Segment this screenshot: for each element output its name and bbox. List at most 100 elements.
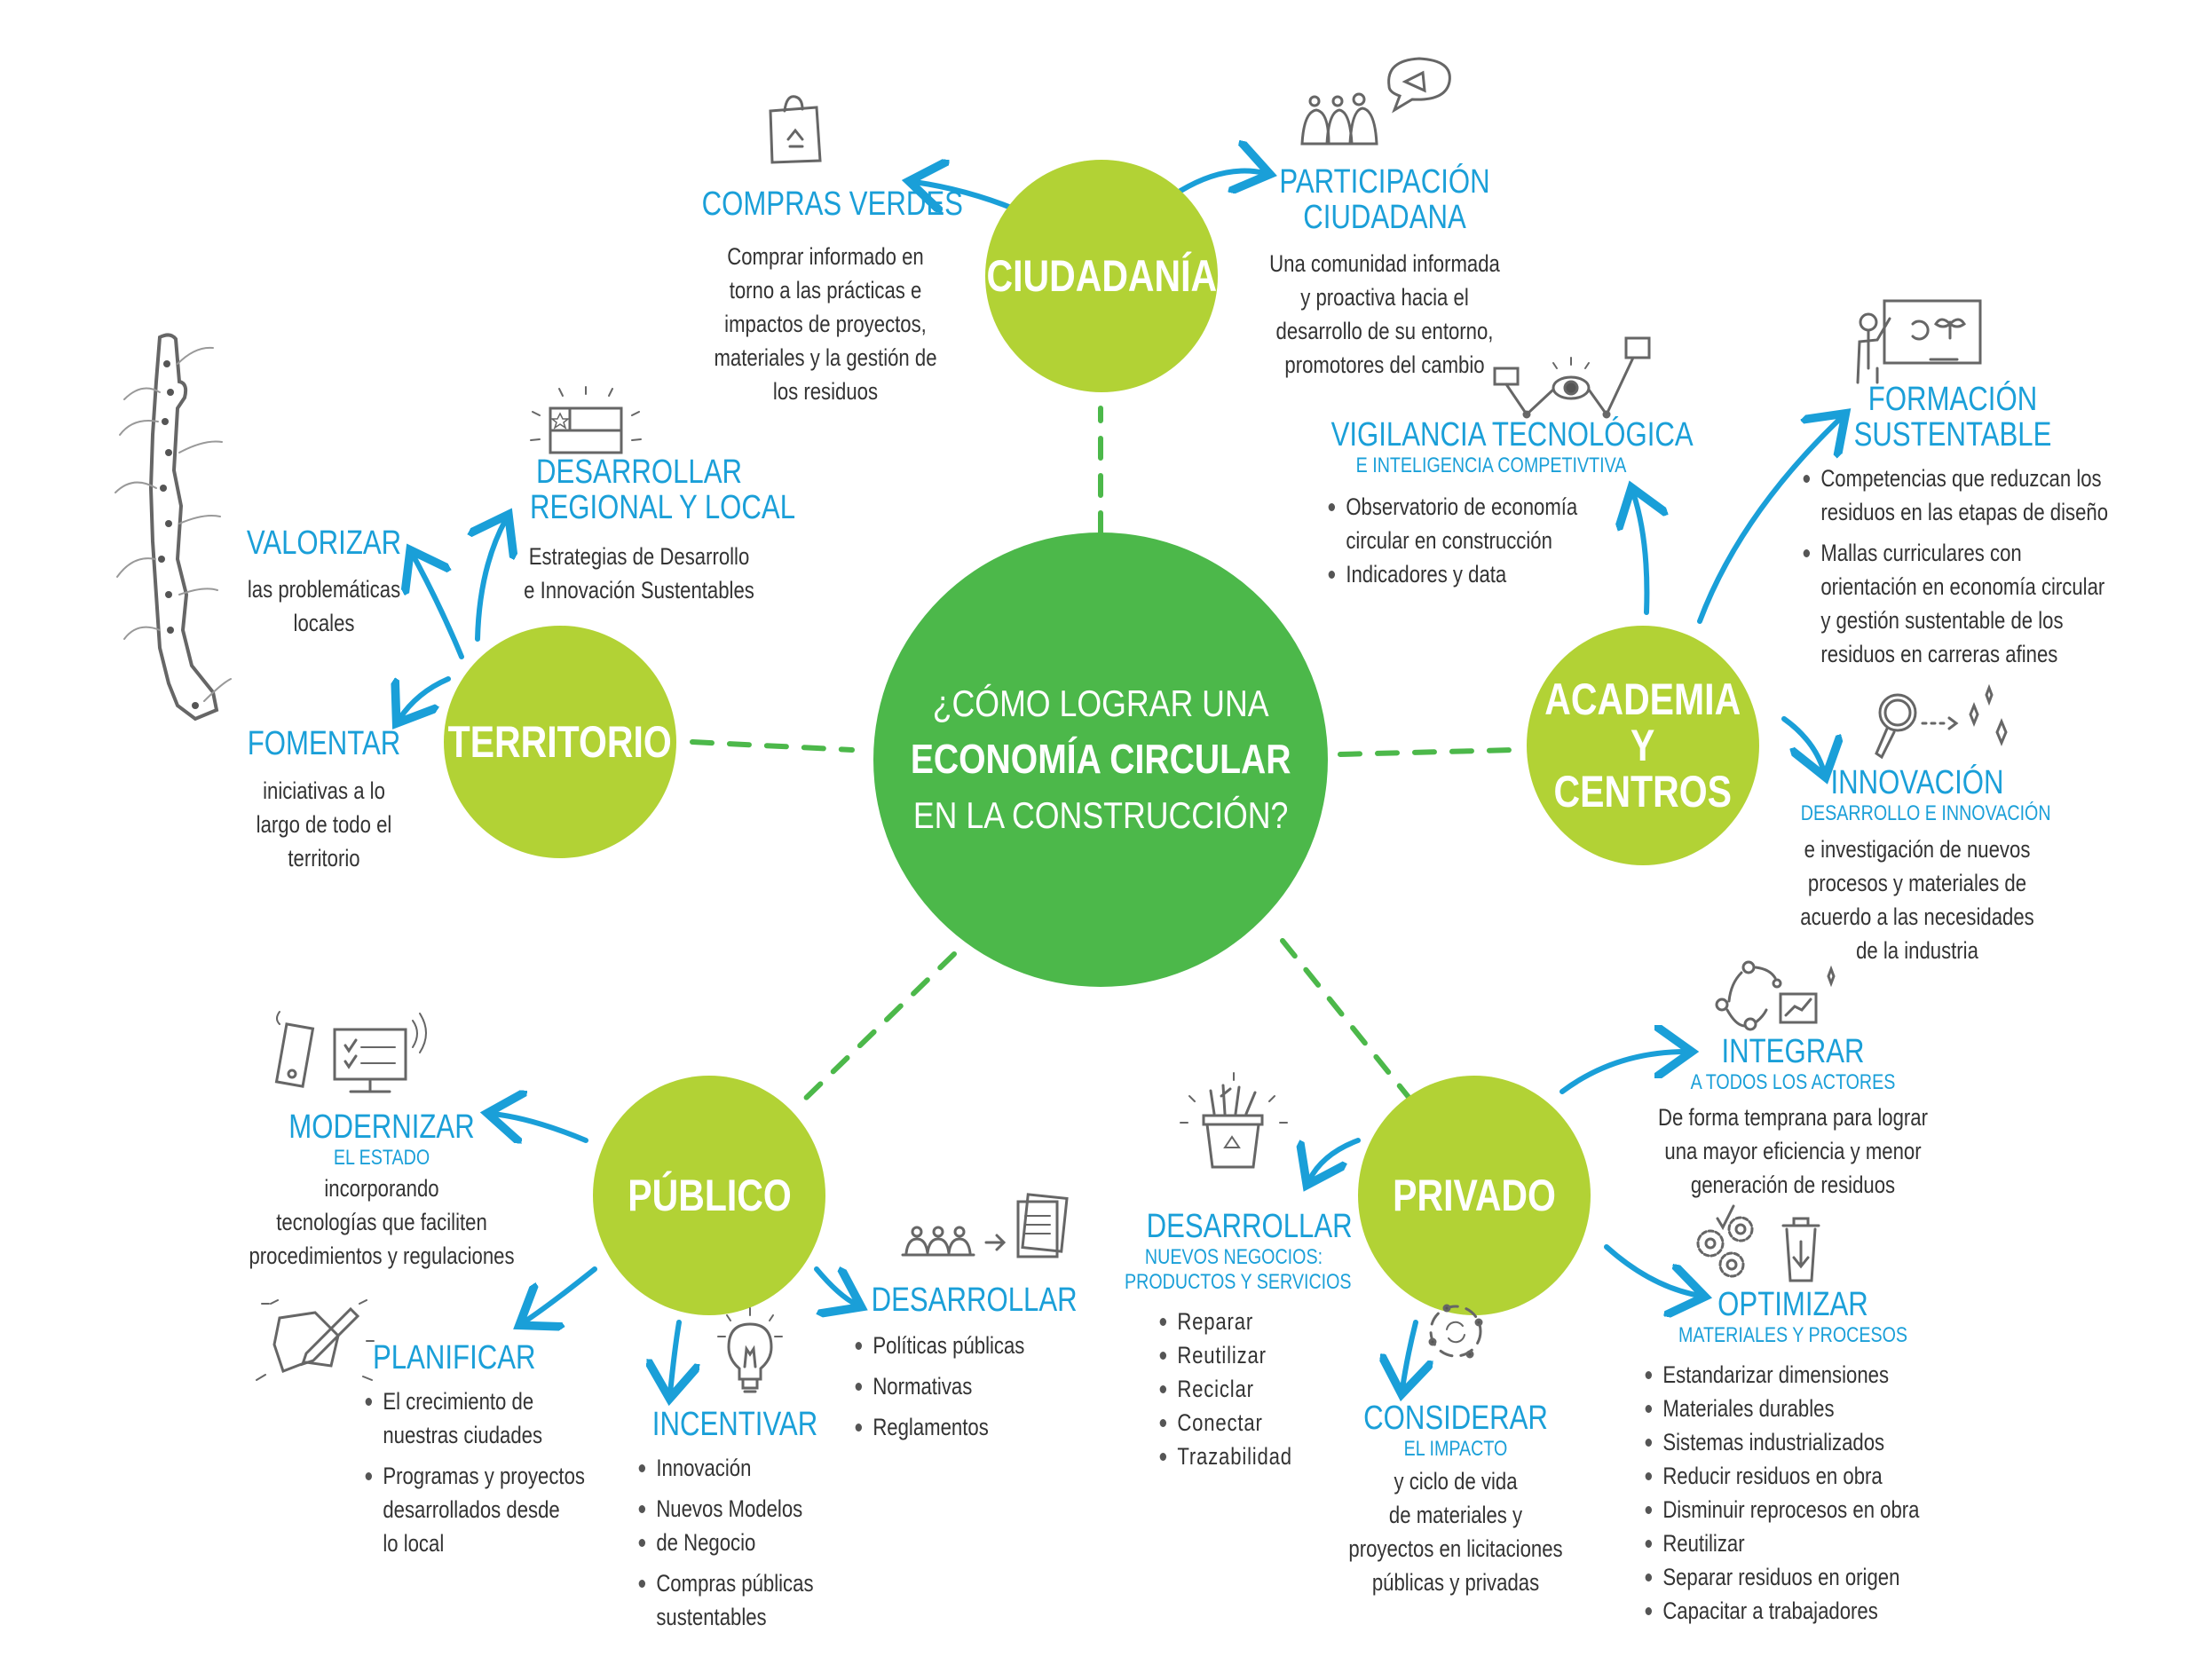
- arrow-considerar: [1402, 1320, 1416, 1389]
- people-megaphone-icon: [1300, 55, 1460, 157]
- hub-ciudadania: CIUDADANÍA: [985, 160, 1218, 392]
- text-line: desarrollados desde: [383, 1496, 560, 1523]
- cycle-dots-icon: [1420, 1296, 1491, 1371]
- integrar-title: INTEGRAR: [1721, 1033, 1865, 1070]
- integrar-text: De forma temprana para lograr una mayor …: [1654, 1100, 1931, 1202]
- text-line: generación de residuos: [1690, 1171, 1896, 1198]
- desarrollar-regional-title-1: DESARROLLAR: [535, 454, 743, 491]
- list-item: Sistemas industrializados: [1644, 1425, 1919, 1459]
- formacion-list: Competencias que reduzcan los residuos e…: [1802, 461, 2108, 678]
- text-line: De forma temprana para lograr: [1658, 1104, 1928, 1131]
- connector-territorio: [690, 739, 855, 753]
- hub-academia-label-1: ACADEMIA: [1544, 674, 1741, 724]
- text-line: públicas y privadas: [1371, 1569, 1540, 1596]
- list-item: Reutilizar: [1158, 1338, 1292, 1372]
- text-line: territorio: [288, 845, 360, 872]
- central-question-circle: ¿CÓMO LOGRAR UNA ECONOMÍA CIRCULAR EN LA…: [873, 532, 1328, 987]
- text-line: procedimientos y regulaciones: [249, 1242, 515, 1269]
- text-line: locales: [293, 610, 355, 636]
- list-item: Normativas: [854, 1369, 1024, 1403]
- text-line: acuerdo a las necesidades: [1800, 903, 2034, 930]
- list-item: Programas y proyectos desarrollados desd…: [364, 1459, 585, 1560]
- text-line: orientación en economía circular: [1820, 573, 2105, 600]
- network-chart-icon: [1713, 958, 1855, 1043]
- vigilancia-list: Observatorio de economía circular en con…: [1327, 490, 1577, 591]
- text-line: las problemáticas: [247, 576, 401, 603]
- connector-publico: [796, 951, 957, 1108]
- text-line: Comprar informado en: [727, 243, 924, 270]
- arrow-desarrollar-publico: [814, 1266, 857, 1305]
- formacion-title: FORMACIÓN SUSTENTABLE: [1851, 382, 2055, 453]
- text-line: iniciativas a lo: [263, 777, 385, 804]
- incentivar-list: Innovación Nuevos Modelos de Negocio Com…: [637, 1451, 814, 1634]
- modernizar-subtitle: EL ESTADO: [333, 1146, 430, 1170]
- list-item: Reciclar: [1158, 1372, 1292, 1406]
- considerar-title: CONSIDERAR: [1363, 1400, 1548, 1437]
- incentivar-title: INCENTIVAR: [651, 1406, 818, 1443]
- text-line: y ciclo de vida: [1394, 1468, 1518, 1495]
- eye-network-icon: [1491, 333, 1651, 426]
- compras-verdes-text: Comprar informado en torno a las práctic…: [691, 240, 959, 408]
- chile-flag-icon: [524, 382, 648, 466]
- list-item: El crecimiento de nuestras ciudades: [364, 1384, 585, 1452]
- valorizar-title: VALORIZAR: [246, 525, 402, 562]
- text-line: El crecimiento de: [383, 1388, 534, 1415]
- arrow-fomentar: [399, 676, 451, 719]
- teacher-board-icon: [1851, 297, 1984, 390]
- modernizar-text: incorporando tecnologías que faciliten p…: [243, 1171, 520, 1273]
- arrow-participacion: [1178, 171, 1265, 192]
- text-line: proyectos en licitaciones: [1348, 1535, 1563, 1562]
- planificar-title: PLANIFICAR: [373, 1339, 536, 1376]
- valorizar-text: las problemáticas locales: [233, 572, 415, 640]
- considerar-text: y ciclo de vida de materiales y proyecto…: [1332, 1464, 1580, 1599]
- arrow-planificar: [524, 1266, 597, 1322]
- optimizar-list: Estandarizar dimensiones Materiales dura…: [1644, 1358, 1919, 1628]
- central-question-line2-wrap: ECONOMÍA CIRCULAR: [911, 731, 1291, 788]
- arrow-integrar: [1559, 1052, 1686, 1094]
- text-line: e Innovación Sustentables: [524, 577, 754, 603]
- desarrollar-privado-title: DESARROLLAR: [1146, 1208, 1353, 1245]
- compras-verdes-title: COMPRAS VERDES: [701, 185, 963, 223]
- arrow-desarrollar-privado: [1309, 1138, 1361, 1180]
- list-item: Reparar: [1158, 1305, 1292, 1338]
- text-line: incorporando: [324, 1175, 439, 1202]
- formacion-title-1: FORMACIÓN: [1867, 381, 2038, 418]
- fomentar-text: iniciativas a lo largo de todo el territ…: [233, 774, 415, 875]
- arrow-incentivar: [670, 1320, 679, 1393]
- hub-academia-label-2: Y CENTROS: [1553, 721, 1733, 816]
- list-item: Separar residuos en origen: [1644, 1560, 1919, 1594]
- text-line: tecnologías que faciliten: [276, 1209, 487, 1235]
- list-item-continuation: circular en construcción: [1346, 527, 1552, 554]
- text-line: residuos en las etapas de diseño: [1820, 499, 2109, 525]
- recycle-bin-icon: [1172, 1069, 1296, 1180]
- desarrollar-regional-title: DESARROLLAR REGIONAL Y LOCAL: [530, 454, 796, 526]
- list-item: Competencias que reduzcan los residuos e…: [1802, 461, 2108, 529]
- desarrollar-privado-subtitle-1: NUEVOS NEGOCIOS:: [1144, 1245, 1323, 1269]
- text-line: nuestras ciudades: [383, 1422, 543, 1448]
- text-line: Competencias que reduzcan los: [1820, 465, 2102, 492]
- text-line: torno a las prácticas e: [729, 277, 922, 304]
- innovacion-text: e investigación de nuevos procesos y mat…: [1794, 832, 2041, 967]
- innovacion-subtitle: DESARROLLO E INNOVACIÓN: [1800, 801, 2051, 825]
- lightbulb-icon: [715, 1305, 786, 1407]
- text-line: y gestión sustentable de los: [1820, 607, 2064, 634]
- text-line: Compras públicas: [656, 1570, 814, 1597]
- desarrollar-publico-list: Políticas públicas Normativas Reglamento…: [854, 1329, 1024, 1451]
- text-line: sustentables: [656, 1604, 767, 1630]
- central-question-line2: ECONOMÍA CIRCULAR: [910, 736, 1291, 782]
- text-line: y proactiva hacia el: [1300, 284, 1469, 311]
- desarrollar-regional-title-2: REGIONAL Y LOCAL: [530, 489, 796, 526]
- list-item: Innovación: [637, 1451, 814, 1485]
- considerar-subtitle: EL IMPACTO: [1403, 1437, 1508, 1461]
- modernizar-title: MODERNIZAR: [288, 1108, 475, 1146]
- list-item: Disminuir reprocesos en obra: [1644, 1493, 1919, 1526]
- map-pencil-icon: [253, 1291, 377, 1393]
- gears-trash-icon: [1691, 1203, 1842, 1296]
- vigilancia-subtitle: E INTELIGENCIA COMPETIVTIVA: [1355, 454, 1627, 477]
- hub-ciudadania-label: CIUDADANÍA: [986, 251, 1217, 301]
- text-line: Programas y proyectos: [383, 1463, 585, 1489]
- hub-publico-label: PÚBLICO: [627, 1171, 792, 1220]
